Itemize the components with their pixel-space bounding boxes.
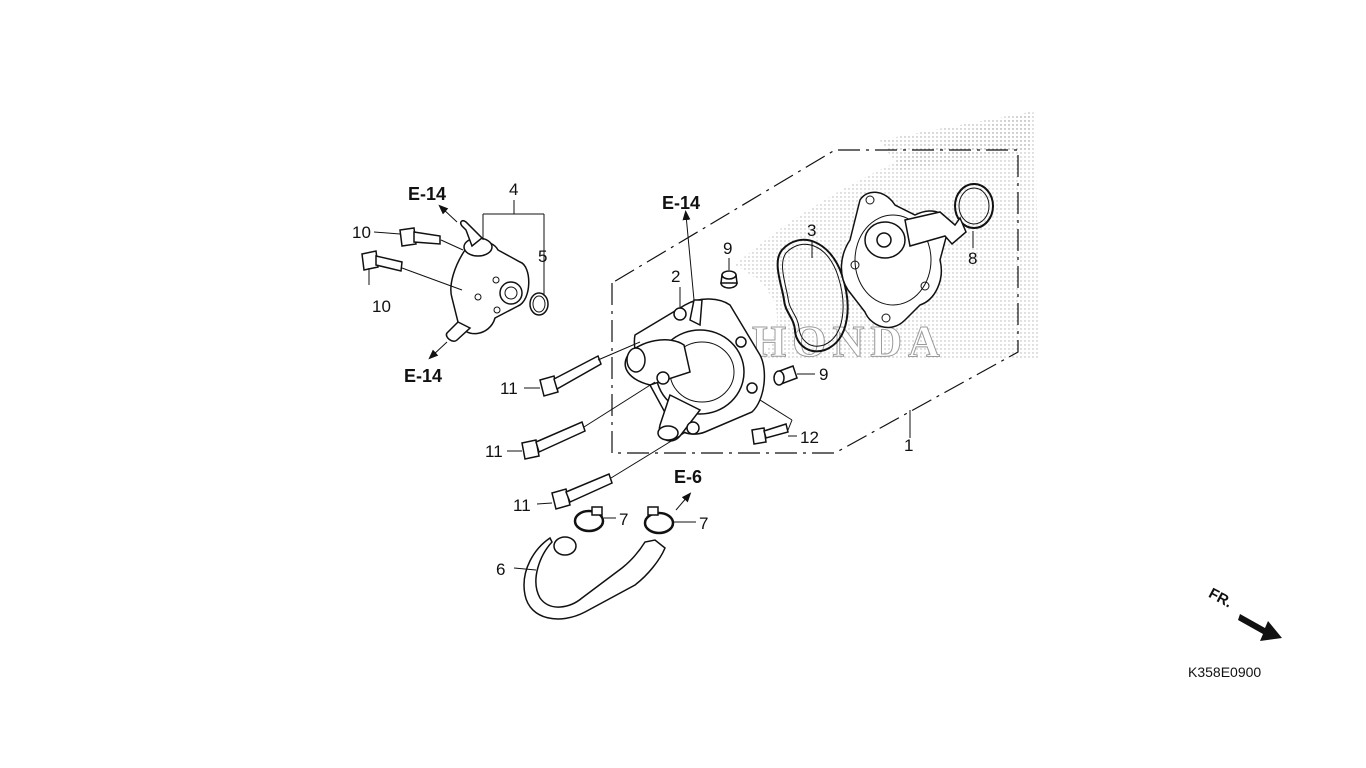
water-pump-cover bbox=[624, 298, 766, 442]
ref-e14-center: E-14 bbox=[662, 193, 700, 213]
leader-lines bbox=[368, 200, 974, 571]
gasket bbox=[776, 238, 849, 353]
joint-housing bbox=[445, 220, 530, 342]
callout-10-lower: 10 bbox=[372, 297, 391, 316]
callout-9-lower: 9 bbox=[819, 365, 828, 384]
assembly-boundary bbox=[611, 149, 1019, 454]
hose-clamp-right bbox=[643, 506, 675, 535]
callout-6: 6 bbox=[496, 560, 505, 579]
ref-e14-bottom-left: E-14 bbox=[404, 366, 442, 386]
bolt-10-lower bbox=[361, 250, 403, 272]
callout-9-upper: 9 bbox=[723, 239, 732, 258]
callout-7-left: 7 bbox=[619, 510, 628, 529]
callout-11-upper: 11 bbox=[500, 379, 518, 398]
front-direction-indicator: FR. bbox=[1206, 585, 1282, 641]
svg-text:HONDA: HONDA bbox=[752, 317, 946, 366]
o-ring-large-inner bbox=[958, 187, 990, 225]
coolant-hose-end bbox=[553, 536, 577, 556]
callout-5: 5 bbox=[538, 247, 547, 266]
callout-3: 3 bbox=[807, 221, 816, 240]
front-arrow-icon bbox=[1238, 614, 1282, 641]
ref-e6: E-6 bbox=[674, 467, 702, 487]
water-pump-body bbox=[840, 191, 967, 329]
callout-11-middle: 11 bbox=[485, 442, 503, 461]
callout-1: 1 bbox=[904, 436, 913, 455]
callout-12: 12 bbox=[800, 428, 819, 447]
callout-2: 2 bbox=[671, 267, 680, 286]
callout-8: 8 bbox=[968, 249, 977, 268]
coolant-hose bbox=[523, 536, 666, 620]
bolt-11-upper bbox=[539, 354, 602, 397]
callout-4: 4 bbox=[509, 180, 518, 199]
bolt-11-middle bbox=[521, 420, 586, 460]
ref-e14-top-left: E-14 bbox=[408, 184, 446, 204]
callout-10-upper: 10 bbox=[352, 223, 371, 242]
callout-11-lower: 11 bbox=[513, 496, 531, 515]
dowel-pin-lower bbox=[773, 365, 798, 386]
hose-clamp-left bbox=[573, 506, 605, 533]
diagram-code: K358E0900 bbox=[1188, 664, 1261, 680]
bolt-12 bbox=[751, 423, 789, 445]
callout-7-right: 7 bbox=[699, 514, 708, 533]
o-ring-large bbox=[954, 183, 994, 229]
front-label: FR. bbox=[1206, 585, 1235, 611]
dowel-pin-upper bbox=[720, 270, 738, 289]
bolt-11-lower bbox=[551, 472, 613, 510]
bolt-10-upper bbox=[399, 227, 441, 247]
o-ring-small-inner bbox=[532, 295, 546, 313]
